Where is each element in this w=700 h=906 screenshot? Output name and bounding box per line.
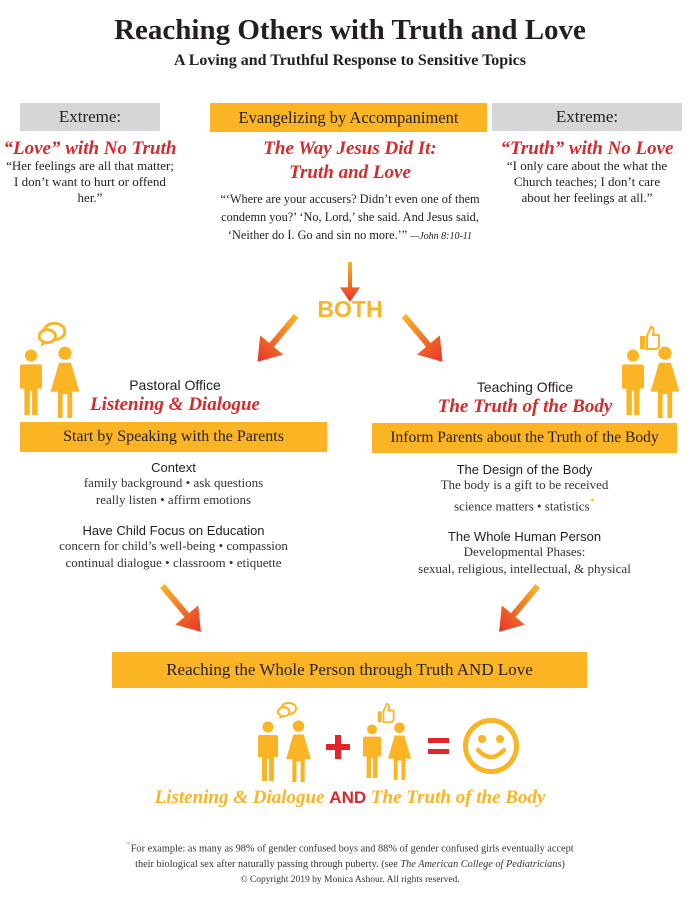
footnote-line: their biological sex after naturally pas… [135,859,401,871]
quote-line: condemn you?’ ‘No, Lord,’ she said. And … [221,210,479,224]
footnote-line: For example: as many as 98% of gender co… [130,843,574,855]
smiley-icon [463,718,519,774]
speech-bubble-icon [276,702,298,720]
tagline-right: The Truth of the Body [370,787,546,808]
page-title: Reaching Others with Truth and Love [114,14,586,46]
section-line: concern for child’s well-being • compass… [59,538,288,553]
teaching-bar: Inform Parents about the Truth of the Bo… [372,423,677,453]
asterisk: * [126,839,131,849]
both-label: BOTH [317,296,383,322]
section-heading: Have Child Focus on Education [82,523,265,538]
arrow-converge-right-icon [487,576,550,642]
center-label: Evangelizing by Accompaniment [210,103,487,132]
tagline-and: AND [329,788,367,807]
quote-line: ‘Neither do I. Go and sin no more.’” [227,228,408,242]
page-subtitle: A Loving and Truthful Response to Sensit… [174,52,526,69]
teaching-office-label: Teaching Office [476,379,574,395]
left-extreme-heading: “Love” with No Truth [3,138,177,159]
quote-line: “I only care about the what the [506,158,668,173]
pastoral-sections: Context family background • ask question… [20,460,327,571]
section-heading: Context [151,460,196,475]
equals-icon [428,738,449,754]
footnote-line: ) [561,859,565,871]
section-line: family background • ask questions [83,475,264,490]
pastoral-bar: Start by Speaking with the Parents [20,422,327,452]
arrow-left-icon [246,306,308,372]
arrow-converge-left-icon [150,576,213,642]
quote-line: Church teaches; I don’t care [513,174,661,189]
quote-line: “‘Where are your accusers? Didn’t even o… [220,192,480,206]
section-line: sexual, religious, intellectual, & physi… [418,560,631,576]
section-heading: The Design of the Body [456,462,593,477]
footnote-citation: The American College of Pediatricians [400,859,562,871]
quote-line: I don’t want to hurt or offend her.” [14,174,166,205]
citation: —John 8:10-11 [410,231,473,242]
pastoral-office-label: Pastoral Office [129,377,221,393]
people-icon [363,722,412,780]
teaching-title: The Truth of the Body [437,396,613,417]
section-line: The body is a gift to be received [440,477,609,492]
copyright: © Copyright 2019 by Monica Ashour. All r… [240,875,460,885]
people-icon [258,720,311,782]
footnote: *For example: as many as 98% of gender c… [0,836,700,873]
tagline-left: Listening & Dialogue [154,787,325,808]
speech-bubble-icon [38,322,66,348]
right-extreme-label: Extreme: [492,103,682,131]
center-quote: “‘Where are your accusers? Didn’t even o… [195,190,505,246]
tagline: Listening & Dialogue AND The Truth of th… [0,787,700,809]
section-line: really listen • affirm emotions [95,491,252,507]
center-heading-1: The Way Jesus Did It: [263,138,437,159]
left-extreme-label: Extreme: [20,103,160,131]
plus-icon [326,735,350,759]
pastoral-title: Listening & Dialogue [90,394,260,415]
teaching-sections: The Design of the Body The body is a gif… [372,462,677,577]
section-line: continual dialogue • classroom • etiquet… [65,554,282,570]
center-heading-2: Truth and Love [289,162,411,183]
section-line: science matters • statistics [453,497,590,513]
right-extreme-heading: “Truth” with No Love [500,138,674,159]
arrow-right-icon [392,306,454,372]
left-extreme-quote: “Her feelings are all that matter;I don’… [0,158,180,206]
section-line: Developmental Phases: [463,544,586,560]
quote-line: “Her feelings are all that matter; [6,158,174,173]
thumbs-up-icon [377,703,395,723]
quote-line: about her feelings at all.” [521,190,653,205]
result-bar: Reaching the Whole Person through Truth … [112,652,587,688]
asterisk: * [589,495,595,508]
section-heading: The Whole Human Person [447,529,602,545]
